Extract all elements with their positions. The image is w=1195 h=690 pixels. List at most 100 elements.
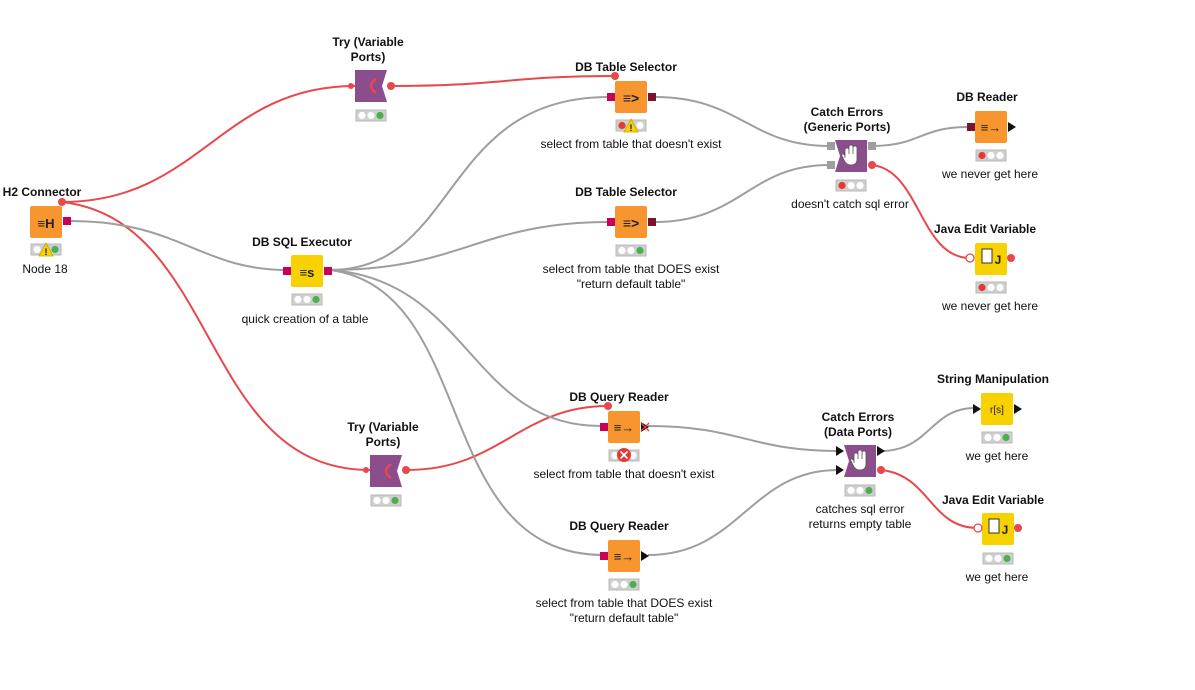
node-title[interactable]: Java Edit Variable [941, 493, 1045, 507]
db-sql-executor-node[interactable]: ≡s [283, 255, 332, 287]
variable-port[interactable] [387, 82, 395, 90]
node-title[interactable]: DB Query Reader [569, 519, 669, 533]
node-desc-qr2: select from table that DOES exist "retur… [498, 596, 750, 626]
node-title[interactable]: Catch Errors (Data Ports) [821, 410, 895, 439]
db-input-port[interactable] [607, 93, 615, 101]
node-desc-h2: Node 18 [0, 262, 120, 277]
svg-text:≡→: ≡→ [981, 120, 1002, 135]
node-annotation[interactable]: select from table that DOES exist "retur… [535, 596, 713, 625]
wire-try2-to-qr1 [406, 405, 609, 471]
db-input-port[interactable] [283, 267, 291, 275]
node-desc-strm: we get here [897, 449, 1097, 464]
node-title[interactable]: DB Query Reader [569, 390, 669, 404]
wire-catch2-to-strm [880, 407, 976, 452]
db-input-port[interactable] [600, 552, 608, 560]
db-output-port[interactable] [324, 267, 332, 275]
db-table-selector-node-1[interactable]: ≡> [607, 72, 656, 113]
variable-port[interactable] [402, 466, 410, 474]
generic-input-port[interactable] [827, 142, 835, 150]
node-title[interactable]: String Manipulation [937, 372, 1049, 386]
node-desc-qr1: select from table that doesn't exist [498, 467, 750, 482]
catch-errors-data-node[interactable] [836, 445, 885, 477]
warning-icon[interactable]: ! [38, 242, 54, 257]
wire-h2-to-exec [69, 220, 288, 271]
node-annotation[interactable]: we get here [965, 449, 1029, 463]
table-input-port[interactable] [973, 404, 981, 414]
node-annotation[interactable]: select from table that doesn't exist [540, 137, 722, 151]
svg-text:≡→: ≡→ [614, 549, 635, 564]
table-output-port[interactable] [877, 446, 885, 456]
table-input-port[interactable] [836, 446, 844, 456]
node-title[interactable]: DB Table Selector [575, 185, 677, 199]
status-try1 [355, 109, 387, 122]
db-query-reader-node-1[interactable]: ≡→ [600, 402, 650, 443]
generic-input-port[interactable] [827, 161, 835, 169]
catch-errors-generic-node[interactable] [827, 140, 876, 172]
node-label-exec: DB SQL Executor [227, 235, 377, 250]
svg-text:J: J [995, 253, 1002, 267]
node-title[interactable]: DB Table Selector [575, 60, 677, 74]
db-input-port[interactable] [607, 218, 615, 226]
node-title[interactable]: Catch Errors (Generic Ports) [803, 105, 891, 134]
wire-catch2-to-java2 [880, 469, 979, 529]
node-title[interactable]: DB Reader [956, 90, 1018, 104]
java-edit-variable-node-2[interactable]: J [973, 513, 1022, 545]
status-qr2 [608, 578, 640, 591]
node-desc-exec: quick creation of a table [205, 312, 405, 327]
svg-text:≡→: ≡→ [614, 420, 635, 435]
variable-input-port[interactable] [973, 523, 983, 533]
node-annotation[interactable]: select from table that doesn't exist [533, 467, 715, 481]
node-label-h2: H2 Connector [0, 185, 117, 200]
table-output-port[interactable] [1008, 122, 1016, 132]
node-annotation[interactable]: we never get here [941, 299, 1039, 313]
node-annotation[interactable]: quick creation of a table [241, 312, 369, 326]
warning-icon[interactable]: ! [623, 118, 639, 133]
db-output-port[interactable] [648, 218, 656, 226]
variable-port[interactable] [877, 466, 885, 474]
db-query-reader-node-2[interactable]: ≡→ [600, 540, 649, 572]
db-reader-node[interactable]: ≡→ [967, 111, 1016, 143]
node-annotation[interactable]: doesn't catch sql error [791, 197, 909, 211]
wire-h2-to-try2 [61, 201, 371, 471]
node-title[interactable]: Try (Variable Ports) [347, 420, 419, 449]
h2-connector-node[interactable]: ≡H [30, 198, 71, 238]
table-output-port[interactable] [641, 551, 649, 561]
wire-exec-to-qr1 [329, 269, 602, 427]
db-input-port[interactable] [600, 423, 608, 431]
string-manipulation-node[interactable]: r[s] [973, 393, 1022, 425]
node-label-sel2: DB Table Selector [551, 185, 701, 200]
node-annotation[interactable]: catches sql error returns empty table [808, 502, 912, 531]
node-annotation[interactable]: we get here [965, 570, 1029, 584]
java-edit-variable-node-1[interactable]: J [965, 243, 1015, 275]
node-annotation[interactable]: select from table that DOES exist "retur… [542, 262, 720, 291]
svg-text:!: ! [45, 247, 48, 257]
try-node-bottom[interactable] [363, 455, 410, 487]
node-title[interactable]: H2 Connector [2, 185, 82, 199]
db-output-port[interactable] [63, 217, 71, 225]
wire-h2-to-try1 [61, 85, 356, 203]
table-input-port[interactable] [836, 465, 844, 475]
variable-input-port[interactable] [965, 253, 975, 263]
node-desc-reader: we never get here [890, 167, 1090, 182]
status-java2 [982, 552, 1014, 565]
status-strm [981, 431, 1013, 444]
node-annotation[interactable]: we never get here [941, 167, 1039, 181]
db-output-port[interactable] [648, 93, 656, 101]
variable-port[interactable] [58, 198, 66, 206]
db-table-selector-node-2[interactable]: ≡> [607, 206, 656, 238]
node-title[interactable]: DB SQL Executor [252, 235, 352, 249]
generic-output-port[interactable] [868, 142, 876, 150]
db-input-port[interactable] [967, 123, 975, 131]
error-icon[interactable] [617, 448, 631, 462]
node-title[interactable]: Java Edit Variable [933, 222, 1037, 236]
node-title[interactable]: Try (Variable Ports) [332, 35, 404, 64]
variable-port[interactable] [868, 161, 876, 169]
node-desc-sel1: select from table that doesn't exist [505, 137, 757, 152]
try-node-top[interactable] [348, 70, 395, 102]
node-annotation[interactable]: Node 18 [22, 262, 68, 276]
table-output-port[interactable] [1014, 404, 1022, 414]
variable-output-port[interactable] [1007, 254, 1015, 262]
wire-exec-to-qr2 [329, 269, 605, 556]
variable-output-port[interactable] [1014, 524, 1022, 532]
status-lights [30, 109, 1014, 591]
